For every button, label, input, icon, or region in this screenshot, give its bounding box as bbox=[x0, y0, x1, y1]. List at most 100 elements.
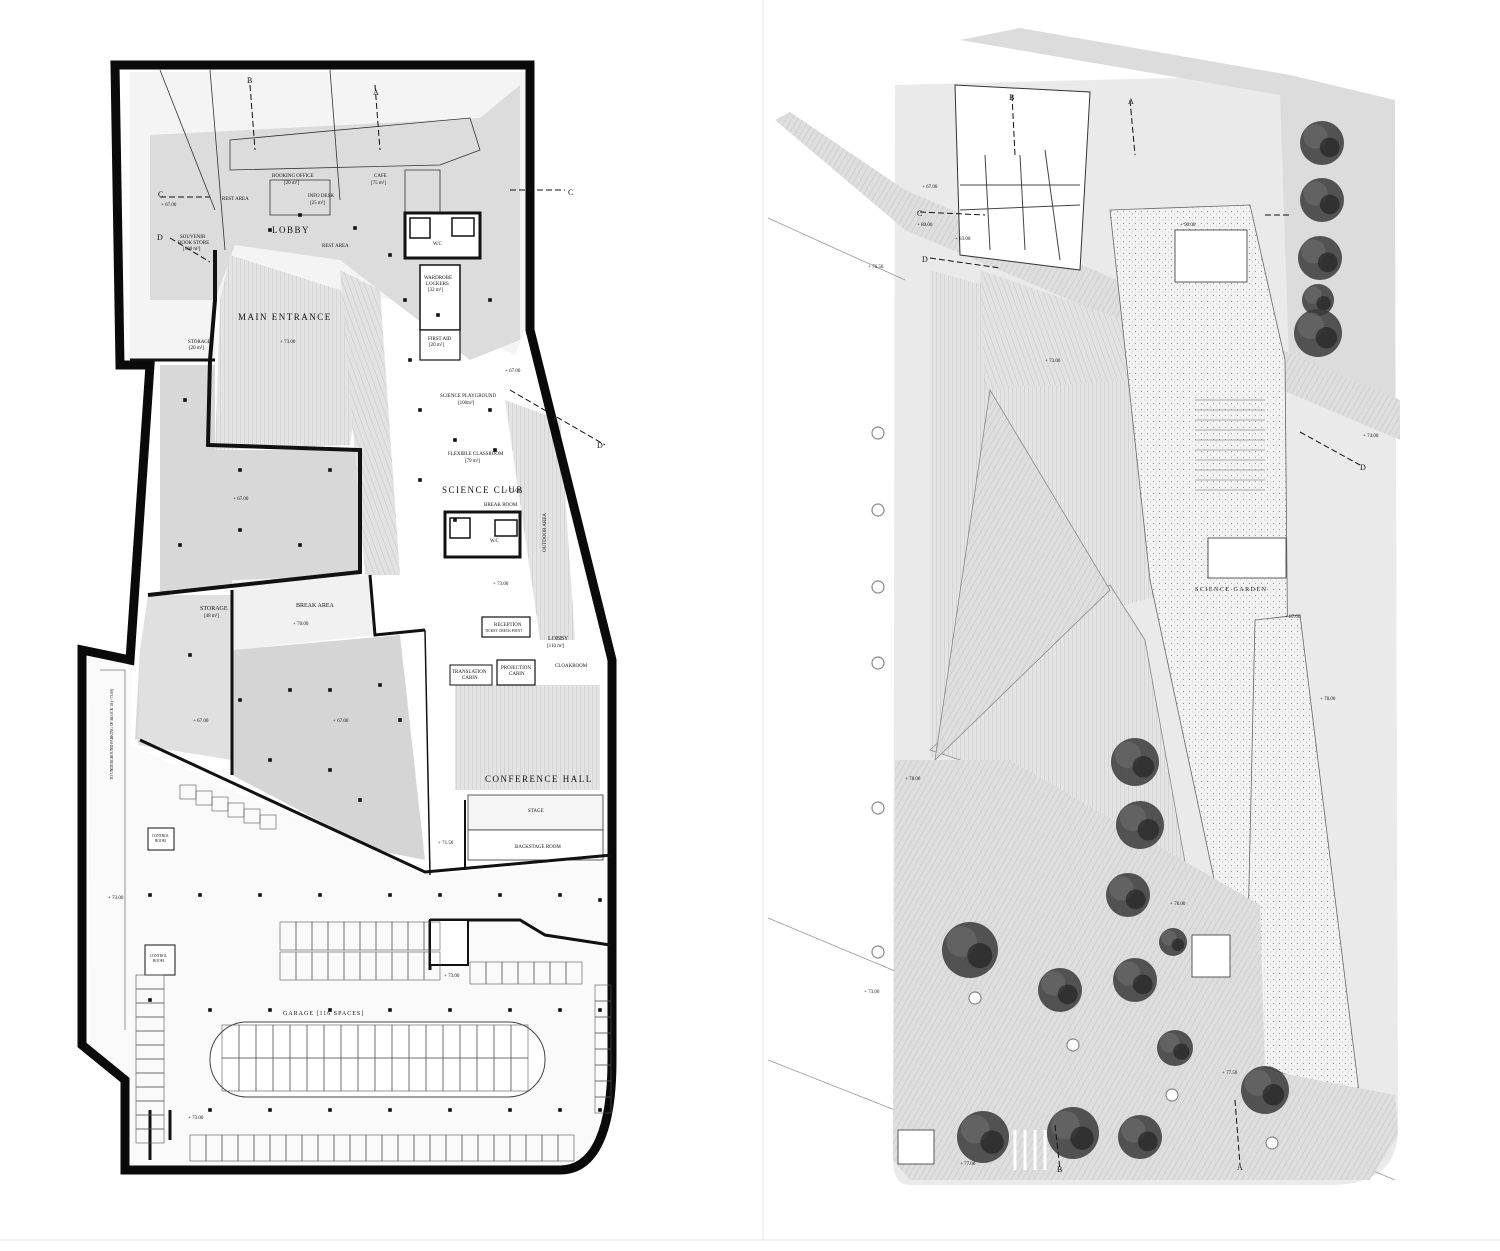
wc-label-2: W.C bbox=[490, 539, 500, 544]
column bbox=[598, 898, 602, 902]
wc-label-1: W.C bbox=[433, 242, 443, 247]
booking-office-label: BOOKING OFFICE bbox=[272, 174, 314, 179]
tree-shadow bbox=[1173, 1043, 1190, 1060]
column bbox=[178, 543, 182, 547]
tree bbox=[957, 1111, 1009, 1163]
storage-small-area: [20 m²] bbox=[189, 345, 204, 351]
science-playground-label: SCIENCE PLAYGROUND bbox=[440, 394, 496, 399]
wc-core-2 bbox=[443, 510, 522, 559]
elevation-mark: + 73.00 bbox=[188, 1116, 204, 1121]
tree-shadow bbox=[1171, 938, 1185, 952]
tree-shadow bbox=[1319, 194, 1340, 215]
control-room-1b-label: ROOM bbox=[155, 839, 167, 843]
break-area-zone bbox=[232, 575, 375, 650]
column bbox=[358, 798, 362, 802]
column bbox=[238, 468, 242, 472]
edge-marker bbox=[871, 580, 885, 594]
main-entrance-label: MAIN ENTRANCE bbox=[238, 312, 332, 322]
column bbox=[508, 1108, 512, 1112]
column bbox=[378, 683, 382, 687]
flexible-classroom-label: FLEXIBLE CLASSROOM bbox=[448, 452, 504, 457]
outer-wall bbox=[77, 60, 617, 1175]
tree bbox=[1047, 1107, 1099, 1159]
edge-marker bbox=[968, 991, 982, 1005]
entrance-grid bbox=[959, 149, 1081, 261]
outdoor-area-label: OUTDOOR AREA bbox=[543, 513, 548, 552]
north-road bbox=[960, 28, 1395, 400]
tree-shadow bbox=[1125, 889, 1146, 910]
column bbox=[318, 893, 322, 897]
section-mark-d-right: D bbox=[1360, 463, 1366, 472]
column bbox=[198, 893, 202, 897]
tree bbox=[1157, 1030, 1193, 1066]
column bbox=[288, 688, 292, 692]
cafe-label: CAFE bbox=[374, 174, 387, 179]
reception-label: RECEPTION bbox=[494, 623, 522, 628]
column bbox=[418, 478, 422, 482]
column bbox=[328, 1108, 332, 1112]
tree bbox=[942, 922, 998, 978]
backstage-area bbox=[467, 829, 604, 861]
elevation-mark: + 67.00 bbox=[193, 719, 209, 724]
tree-shadow bbox=[967, 943, 993, 969]
wc-core-1 bbox=[403, 211, 482, 260]
elevation-mark: + 78.00 bbox=[905, 777, 921, 782]
elevation-mark: + 67.00 bbox=[333, 719, 349, 724]
tree bbox=[1106, 873, 1150, 917]
tree-shadow bbox=[1132, 974, 1153, 995]
edge-marker bbox=[1165, 1088, 1179, 1102]
edge-marker bbox=[871, 426, 885, 440]
cafe-area: [75 m²] bbox=[371, 180, 386, 186]
edge-marker bbox=[871, 945, 885, 959]
tree bbox=[1300, 178, 1344, 222]
column bbox=[238, 528, 242, 532]
column bbox=[258, 893, 262, 897]
edge-marker bbox=[1265, 1136, 1279, 1150]
ground-floor-plan: BOOKING OFFICE [20 m²] INFO DESK [25 m²]… bbox=[77, 60, 617, 1175]
parking-space bbox=[259, 814, 277, 830]
parking-space bbox=[510, 1057, 529, 1092]
plaza-block-2 bbox=[897, 1129, 935, 1165]
rest-area-label-1: REST AREA bbox=[222, 197, 249, 202]
column bbox=[598, 1108, 602, 1112]
column bbox=[268, 758, 272, 762]
edge-marker bbox=[871, 503, 885, 517]
elevation-mark: + 73.00 bbox=[108, 896, 124, 901]
plaza-block-1 bbox=[1191, 934, 1231, 978]
stage-area bbox=[467, 794, 604, 831]
elevation-mark: + 80.00 bbox=[917, 223, 933, 228]
structural-columns bbox=[148, 213, 602, 1112]
tree-shadow bbox=[1262, 1084, 1285, 1106]
tree bbox=[1159, 928, 1187, 956]
elevation-mark: + 73.00 bbox=[864, 990, 880, 995]
elevation-mark: + 73.00 bbox=[280, 340, 296, 345]
tree bbox=[1298, 236, 1342, 280]
entrance-building bbox=[954, 84, 1091, 271]
wardrobe-room bbox=[419, 264, 461, 331]
cloakroom-label: CLOAKROOM bbox=[555, 664, 588, 669]
first-aid-area: [20 m²] bbox=[429, 342, 444, 348]
column bbox=[448, 1008, 452, 1012]
tree-shadow bbox=[1137, 819, 1160, 841]
elevation-mark: + 73.00 bbox=[1045, 359, 1061, 364]
column bbox=[453, 438, 457, 442]
tree-shadow bbox=[1070, 1126, 1094, 1150]
column bbox=[208, 1008, 212, 1012]
column bbox=[268, 228, 272, 232]
science-garden-label: SCIENCE GARDEN bbox=[1195, 587, 1268, 593]
column bbox=[268, 1008, 272, 1012]
tree bbox=[1111, 738, 1159, 786]
left-plan-labels: BOOKING OFFICE [20 m²] INFO DESK [25 m²]… bbox=[110, 174, 591, 1017]
elevation-mark: + 77.50 bbox=[1222, 1071, 1238, 1076]
section-mark-a-bottom: A bbox=[1237, 1163, 1243, 1172]
outdoor-area bbox=[505, 400, 575, 640]
column bbox=[353, 226, 357, 230]
projection-cabin-room bbox=[496, 659, 536, 686]
book-store-area: [100 m²] bbox=[183, 246, 201, 252]
parking-space bbox=[594, 1096, 612, 1114]
lockers-area: [32 m²] bbox=[428, 287, 443, 293]
left-elevation-marks: + 67.00 + 73.00 + 67.00 + 73.00 + 67.00 … bbox=[108, 203, 521, 1121]
column bbox=[268, 1108, 272, 1112]
column bbox=[453, 518, 457, 522]
